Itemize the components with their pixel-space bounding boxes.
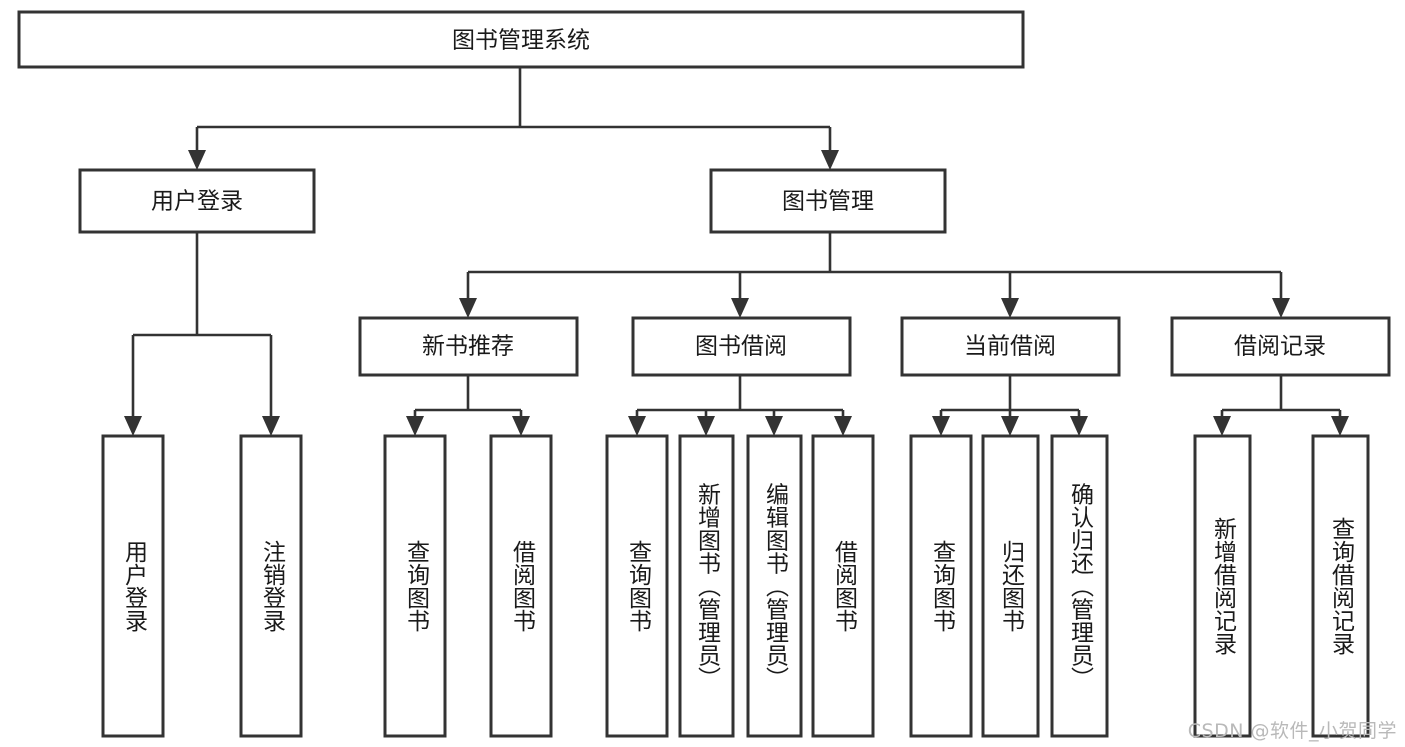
arrow-to-leaf-logout — [262, 416, 280, 436]
leaf-current-query-book-label: 查询图书 — [929, 540, 957, 632]
leaf-user-login-signin[interactable]: 用户登录 — [101, 434, 165, 738]
leaf-borrow-add-book-label: 新增图书（管理员） — [694, 483, 722, 690]
arrow-to-book-borrow — [731, 298, 749, 318]
arrow-bb-leaf-2 — [697, 416, 715, 436]
leaf-current-return-book[interactable]: 归还图书 — [981, 434, 1040, 738]
arrow-cb-leaf-3 — [1070, 416, 1088, 436]
connector-group-book-mgmt — [459, 232, 1290, 318]
arrow-nbr-leaf-2 — [512, 416, 530, 436]
leaf-borrow-edit-book[interactable]: 编辑图书（管理员） — [746, 434, 803, 738]
leaf-user-login-logout-label: 注销登录 — [259, 540, 287, 632]
leaf-user-login-logout[interactable]: 注销登录 — [239, 434, 303, 738]
leaf-borrow-edit-book-label: 编辑图书（管理员） — [762, 483, 790, 690]
arrow-bb-leaf-1 — [628, 416, 646, 436]
leaf-borrow-borrow-book-label: 借阅图书 — [831, 540, 859, 632]
node-new-book-recommend[interactable]: 新书推荐 — [358, 316, 579, 377]
node-current-borrow[interactable]: 当前借阅 — [900, 316, 1121, 377]
leaf-borrow-borrow-book[interactable]: 借阅图书 — [811, 434, 875, 738]
node-borrow-record[interactable]: 借阅记录 — [1170, 316, 1391, 377]
arrow-bb-leaf-3 — [765, 416, 783, 436]
leaf-borrow-query-book-label: 查询图书 — [625, 540, 653, 632]
connector-group-user-login — [124, 232, 280, 436]
node-root-system-label: 图书管理系统 — [452, 28, 590, 54]
connector-group-book-borrow — [628, 375, 852, 436]
node-current-borrow-label: 当前借阅 — [964, 334, 1056, 360]
arrow-to-leaf-user-login — [124, 416, 142, 436]
leaf-current-query-book[interactable]: 查询图书 — [909, 434, 973, 738]
arrow-root-to-book-mgmt — [821, 150, 839, 170]
leaf-current-confirm-return[interactable]: 确认归还（管理员） — [1050, 434, 1109, 738]
node-borrow-record-label: 借阅记录 — [1234, 334, 1326, 360]
arrow-cb-leaf-2 — [1001, 416, 1019, 436]
leaf-borrow-query-book[interactable]: 查询图书 — [605, 434, 669, 738]
node-book-management-label: 图书管理 — [782, 189, 874, 215]
arrow-to-borrow-record — [1272, 298, 1290, 318]
leaf-current-confirm-return-label: 确认归还（管理员） — [1067, 483, 1095, 690]
connector-group-root — [188, 67, 839, 170]
leaf-record-add-label: 新增借阅记录 — [1210, 517, 1238, 655]
leaf-user-login-signin-label: 用户登录 — [121, 540, 149, 632]
leaf-record-add[interactable]: 新增借阅记录 — [1193, 434, 1252, 738]
connector-group-new-book-rec — [406, 375, 530, 436]
arrow-br-leaf-1 — [1213, 416, 1231, 436]
arrow-nbr-leaf-1 — [406, 416, 424, 436]
arrow-to-current-borrow — [1001, 298, 1019, 318]
arrow-root-to-user-login — [188, 150, 206, 170]
arrow-cb-leaf-1 — [932, 416, 950, 436]
connector-group-borrow-record — [1213, 375, 1349, 436]
node-user-login[interactable]: 用户登录 — [78, 168, 316, 234]
leaf-current-return-book-label: 归还图书 — [998, 540, 1026, 632]
leaf-new-book-query-label: 查询图书 — [403, 540, 431, 632]
leaf-borrow-add-book[interactable]: 新增图书（管理员） — [678, 434, 735, 738]
node-root-system[interactable]: 图书管理系统 — [17, 10, 1025, 69]
arrow-br-leaf-2 — [1331, 416, 1349, 436]
leaf-new-book-borrow[interactable]: 借阅图书 — [489, 434, 553, 738]
leaf-new-book-query[interactable]: 查询图书 — [383, 434, 447, 738]
node-book-management[interactable]: 图书管理 — [709, 168, 947, 234]
node-user-login-label: 用户登录 — [151, 189, 243, 215]
leaf-record-query[interactable]: 查询借阅记录 — [1311, 434, 1370, 738]
leaf-new-book-borrow-label: 借阅图书 — [509, 540, 537, 632]
leaf-record-query-label: 查询借阅记录 — [1328, 517, 1356, 655]
node-book-borrow[interactable]: 图书借阅 — [631, 316, 852, 377]
arrow-to-new-book-rec — [459, 298, 477, 318]
node-new-book-recommend-label: 新书推荐 — [422, 334, 514, 360]
node-book-borrow-label: 图书借阅 — [695, 334, 787, 360]
connector-group-current-borrow — [932, 375, 1088, 436]
arrow-bb-leaf-4 — [834, 416, 852, 436]
